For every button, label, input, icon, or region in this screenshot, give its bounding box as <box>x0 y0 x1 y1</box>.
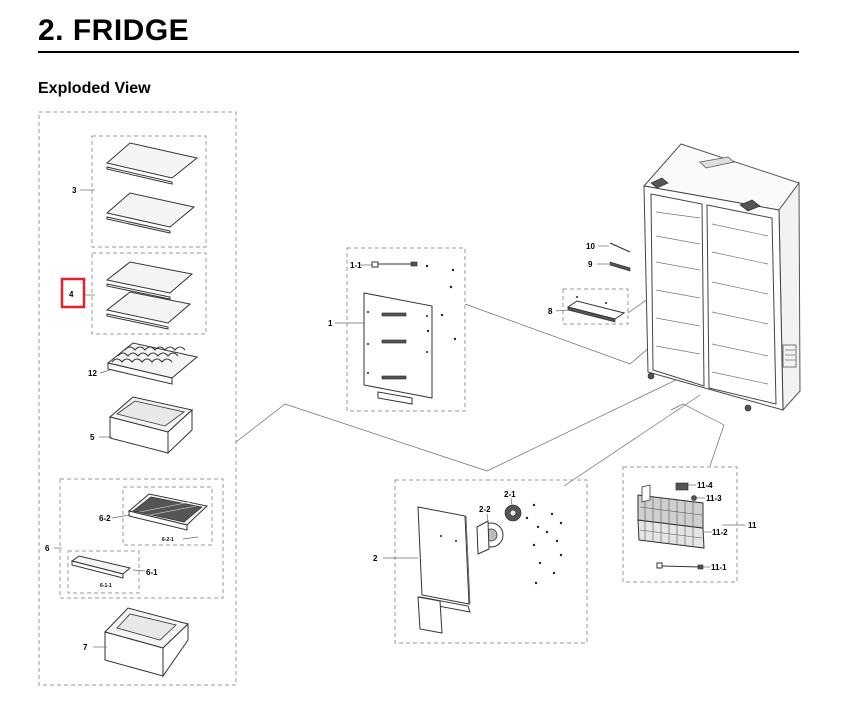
part-10 <box>598 242 631 253</box>
cover-6-2 <box>111 493 209 540</box>
callout-3: 3 <box>72 186 77 195</box>
callout-7: 7 <box>83 643 88 652</box>
callout-1: 1 <box>328 319 333 328</box>
part-11-4 <box>675 482 696 491</box>
left-parts-group-box <box>38 111 237 686</box>
callout-10: 10 <box>586 242 595 251</box>
callout-11-1: 11-1 <box>711 563 727 572</box>
rail-6-1 <box>70 555 146 579</box>
callout-11-3: 11-3 <box>706 494 722 503</box>
title-underline <box>38 51 799 53</box>
fan-motor-2-2 <box>476 513 504 555</box>
group-6-1-box <box>67 550 140 594</box>
shelf-set-4 <box>84 252 207 335</box>
shelf-set-3 <box>80 135 207 248</box>
group-8-box <box>562 288 629 325</box>
wire-11-1 <box>656 562 710 570</box>
leader-2-to-fridge <box>563 394 701 487</box>
leader-11-to-fridge <box>670 403 725 467</box>
group-2-box <box>394 479 588 644</box>
callout-6-1: 6-1 <box>146 568 158 577</box>
section-subtitle: Exploded View <box>38 80 151 97</box>
drawer-5 <box>99 396 194 455</box>
leader-cover-1-to-fridge <box>464 303 671 365</box>
callout-2: 2 <box>373 554 378 563</box>
leader-drawer-to-fridge <box>235 377 681 472</box>
callout-11: 11 <box>748 521 757 530</box>
cover-1 <box>363 264 457 405</box>
part-8 <box>555 296 626 323</box>
fan-blade-2-1 <box>504 497 522 522</box>
callout-1-1: 1-1 <box>350 261 362 270</box>
wire-1-1 <box>360 261 418 268</box>
part-9 <box>597 261 631 272</box>
screws-group-2 <box>525 503 563 585</box>
group-6-2-box <box>122 486 213 546</box>
evaporator-11-2 <box>637 484 745 549</box>
highlight-box-4 <box>60 277 86 309</box>
callout-5: 5 <box>90 433 95 442</box>
callout-6-2: 6-2 <box>99 514 111 523</box>
wine-rack-12 <box>99 342 199 385</box>
callout-2-2: 2-2 <box>479 505 491 514</box>
callout-12: 12 <box>88 369 97 378</box>
fan-assembly-2 <box>383 506 471 634</box>
part-11-3 <box>691 495 705 501</box>
drawer-7 <box>93 607 189 678</box>
callout-6-2-1: 6-2-1 <box>162 537 174 543</box>
callout-11-4: 11-4 <box>697 481 713 490</box>
group-11-box <box>622 466 738 583</box>
page-title: 2. FRIDGE <box>38 14 190 47</box>
callout-6: 6 <box>45 544 50 553</box>
callout-6-1-1: 6-1-1 <box>100 583 112 589</box>
callout-8: 8 <box>548 307 553 316</box>
group-1-box <box>346 247 466 412</box>
fridge-cabinet <box>643 143 801 412</box>
callout-11-2: 11-2 <box>712 528 728 537</box>
callout-2-1: 2-1 <box>504 490 516 499</box>
callout-9: 9 <box>588 260 593 269</box>
callout-4: 4 <box>69 290 74 299</box>
group-6-box <box>59 478 224 599</box>
